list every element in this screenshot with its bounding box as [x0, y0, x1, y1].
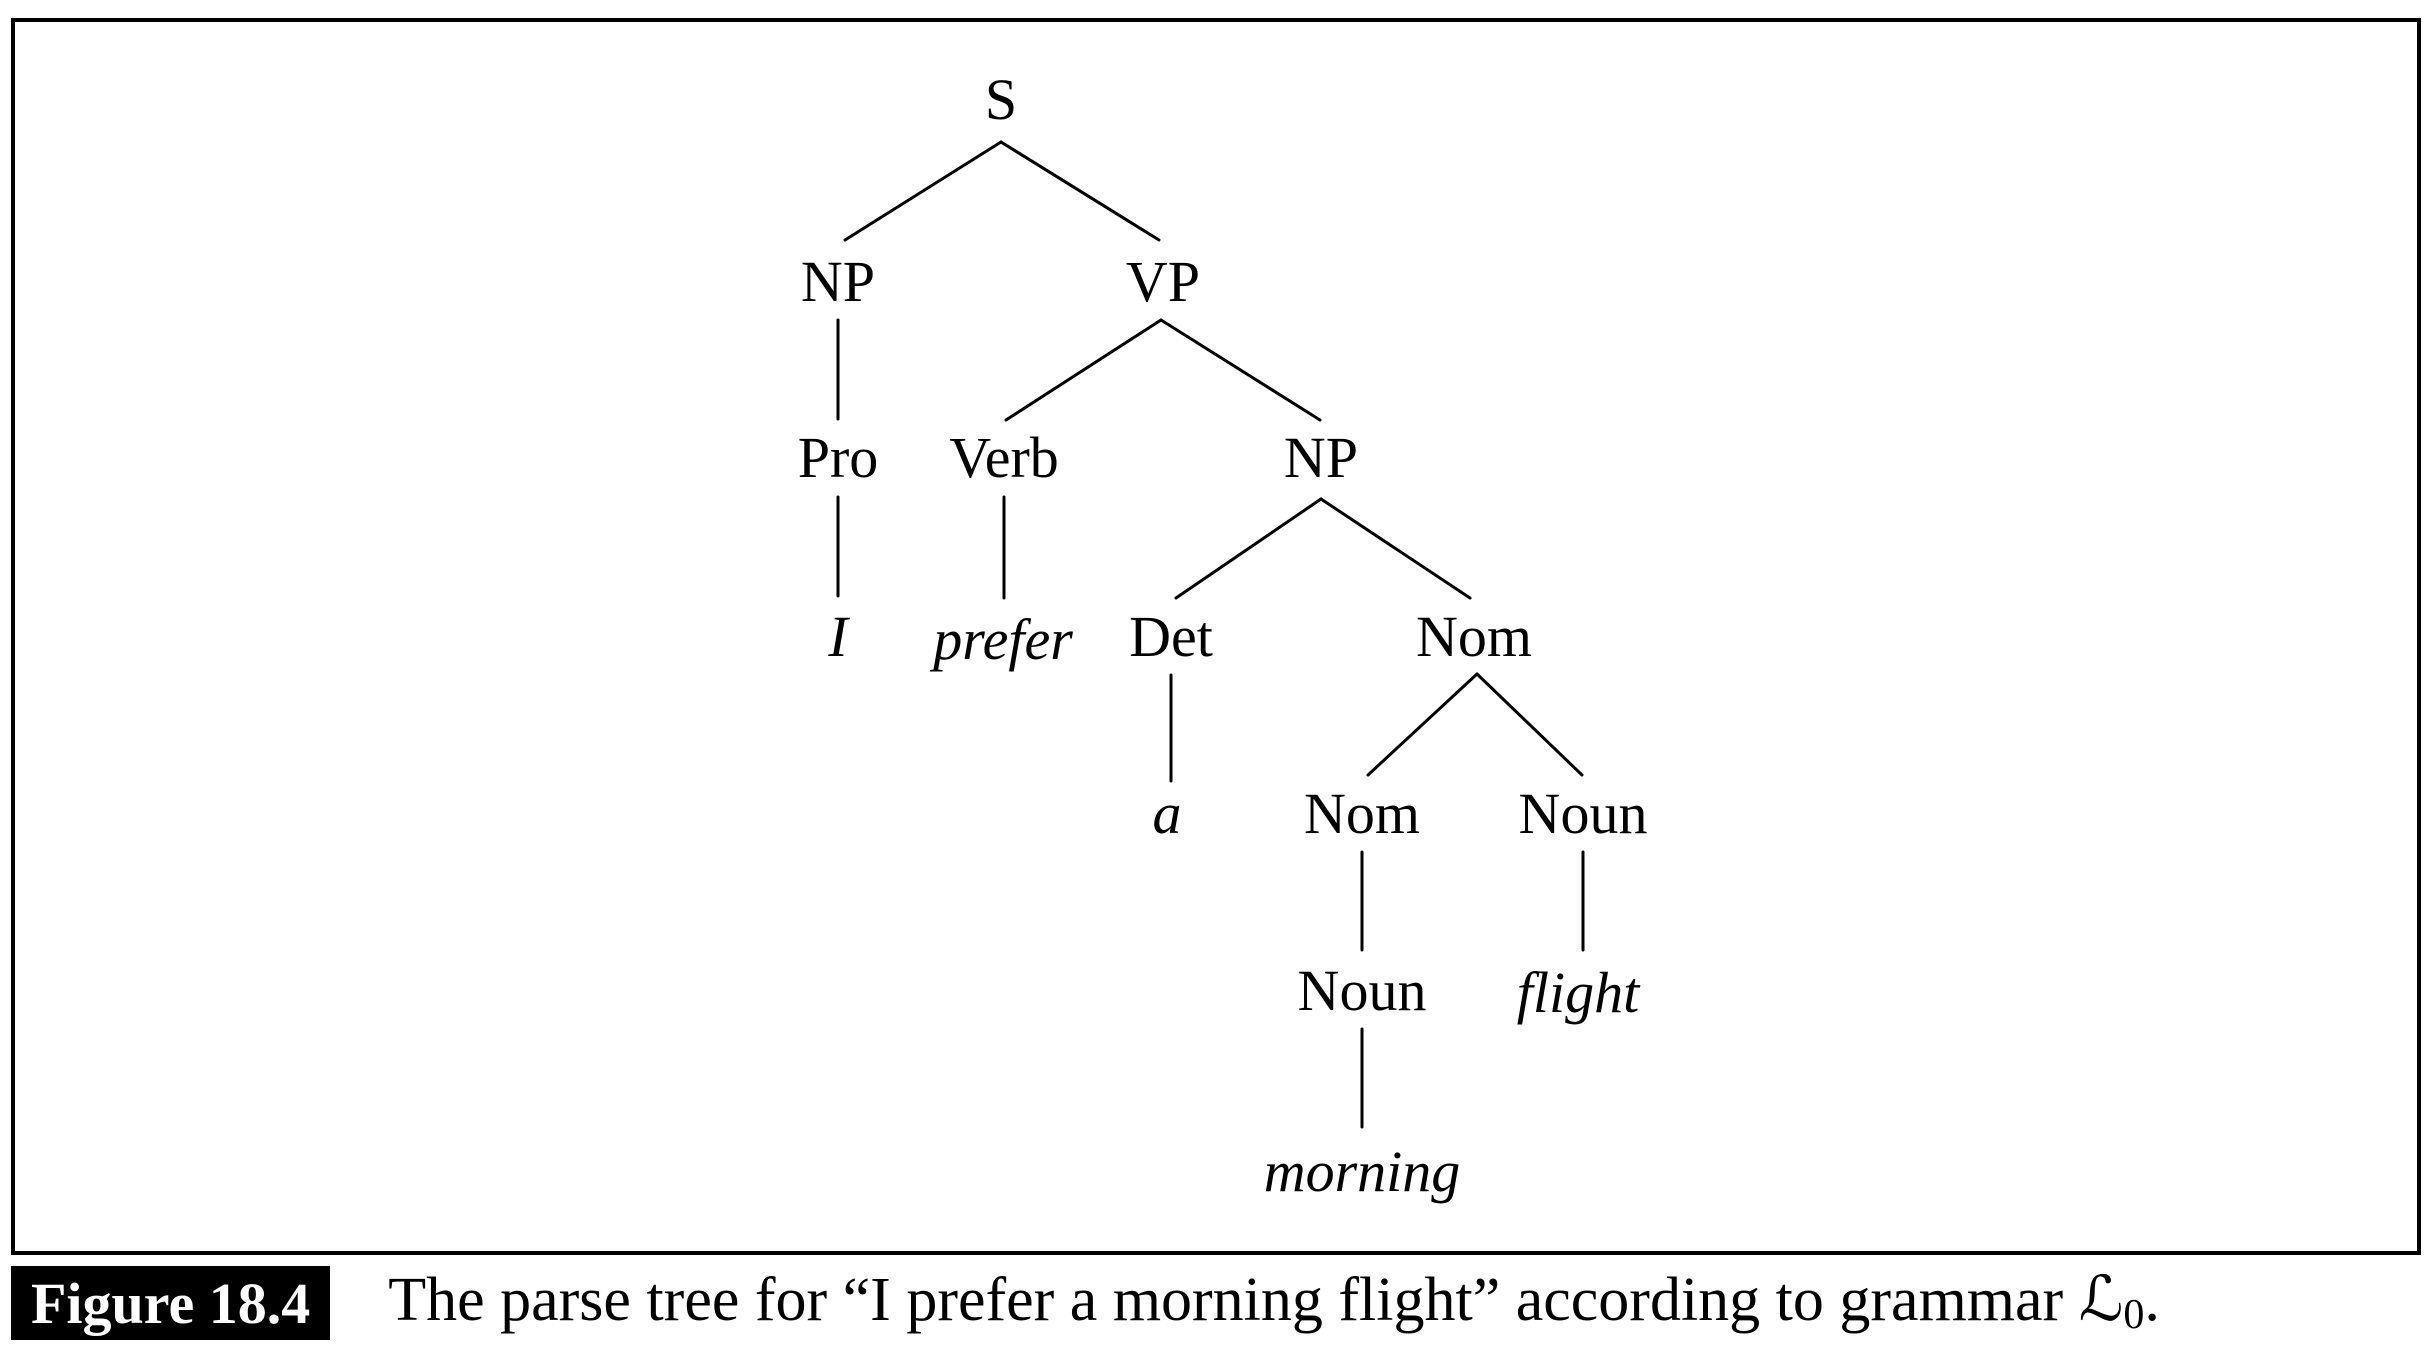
tree-node-s: S [984, 67, 1018, 132]
figure-caption: The parse tree for “I prefer a morning f… [388, 1262, 2160, 1344]
tree-node-noun-2: Noun [1297, 958, 1427, 1023]
figure-caption-row: Figure 18.4 The parse tree for “I prefer… [11, 1262, 2160, 1344]
tree-node-vp: VP [1125, 249, 1201, 314]
tree-leaf-flight: flight [1516, 960, 1640, 1025]
tree-node-pro: Pro [797, 425, 879, 490]
tree-node-np-1: NP [800, 249, 876, 314]
figure-border-box [11, 18, 2421, 1255]
tree-node-noun-1: Noun [1518, 781, 1648, 846]
tree-node-nom-1: Nom [1416, 604, 1532, 669]
tree-leaf-prefer: prefer [933, 607, 1073, 672]
tree-leaf-morning: morning [1263, 1139, 1461, 1204]
tree-node-nom-2: Nom [1304, 781, 1420, 846]
grammar-subscript: 0 [2123, 1291, 2145, 1338]
tree-node-verb: Verb [949, 425, 1059, 490]
tree-node-det: Det [1129, 604, 1213, 669]
caption-text-before: The parse tree for “I prefer a morning f… [388, 1266, 2079, 1334]
caption-text-after: . [2144, 1266, 2160, 1334]
figure-number-badge: Figure 18.4 [11, 1266, 331, 1340]
tree-node-np-2: NP [1283, 425, 1359, 490]
tree-leaf-a: a [1152, 781, 1182, 846]
script-l-symbol: ℒ [2078, 1262, 2124, 1335]
tree-leaf-i: I [828, 604, 848, 669]
